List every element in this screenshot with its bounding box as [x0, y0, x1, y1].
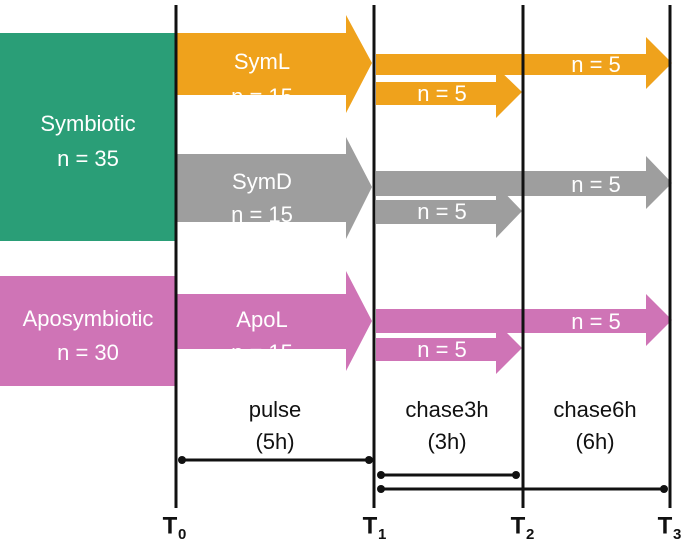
- aposymbiotic-label: Aposymbiotic: [23, 306, 154, 331]
- symbiotic-box: [0, 33, 176, 241]
- apoL-chase3h-arrow: [376, 322, 522, 374]
- timepoint-t0: T 0: [163, 512, 187, 543]
- symD-pulse-arrow: [176, 137, 372, 239]
- chase6h-phase-label: chase6h: [553, 397, 636, 422]
- chase3h-phase-label: chase3h: [405, 397, 488, 422]
- symL-chase3h-count: n = 5: [417, 81, 467, 106]
- svg-text:T: T: [363, 512, 378, 539]
- svg-text:T: T: [511, 512, 526, 539]
- symD-label: SymD: [232, 169, 292, 194]
- apoL-chase3h-count: n = 5: [417, 337, 467, 362]
- svg-text:1: 1: [378, 526, 386, 543]
- symL-chase6h-count: n = 5: [571, 52, 621, 77]
- timepoint-t3: T 3: [658, 512, 682, 543]
- pulse-phase-label: pulse: [249, 397, 302, 422]
- apoL-label: ApoL: [236, 307, 287, 332]
- svg-text:T: T: [163, 512, 178, 539]
- pulse-duration-bar: [178, 456, 373, 464]
- chase3h-phase-duration: (3h): [427, 429, 466, 454]
- symbiotic-label: Symbiotic: [40, 111, 135, 136]
- timepoint-t1: T 1: [363, 512, 387, 543]
- chase3h-duration-bar: [377, 471, 520, 479]
- timepoint-t2: T 2: [511, 512, 535, 543]
- symbiotic-count: n = 35: [57, 146, 119, 171]
- symD-chase6h-count: n = 5: [571, 172, 621, 197]
- symL-pulse-arrow: [176, 15, 372, 113]
- symL-label: SymL: [234, 49, 290, 74]
- svg-text:T: T: [658, 512, 673, 539]
- apoL-chase6h-count: n = 5: [571, 309, 621, 334]
- svg-text:0: 0: [178, 526, 186, 543]
- symD-chase3h-count: n = 5: [417, 199, 467, 224]
- symD-chase3h-arrow: [376, 184, 522, 238]
- aposymbiotic-box: [0, 276, 176, 386]
- chase6h-phase-duration: (6h): [575, 429, 614, 454]
- aposymbiotic-count: n = 30: [57, 340, 119, 365]
- svg-text:2: 2: [526, 526, 534, 543]
- svg-text:3: 3: [673, 526, 681, 543]
- apoL-count: n = 15: [231, 340, 293, 365]
- chase6h-duration-bar: [377, 485, 668, 493]
- symD-count: n = 15: [231, 202, 293, 227]
- pulse-phase-duration: (5h): [255, 429, 294, 454]
- symL-chase3h-arrow: [376, 67, 522, 118]
- symL-count: n = 15: [231, 84, 293, 109]
- apoL-pulse-arrow: [176, 271, 372, 371]
